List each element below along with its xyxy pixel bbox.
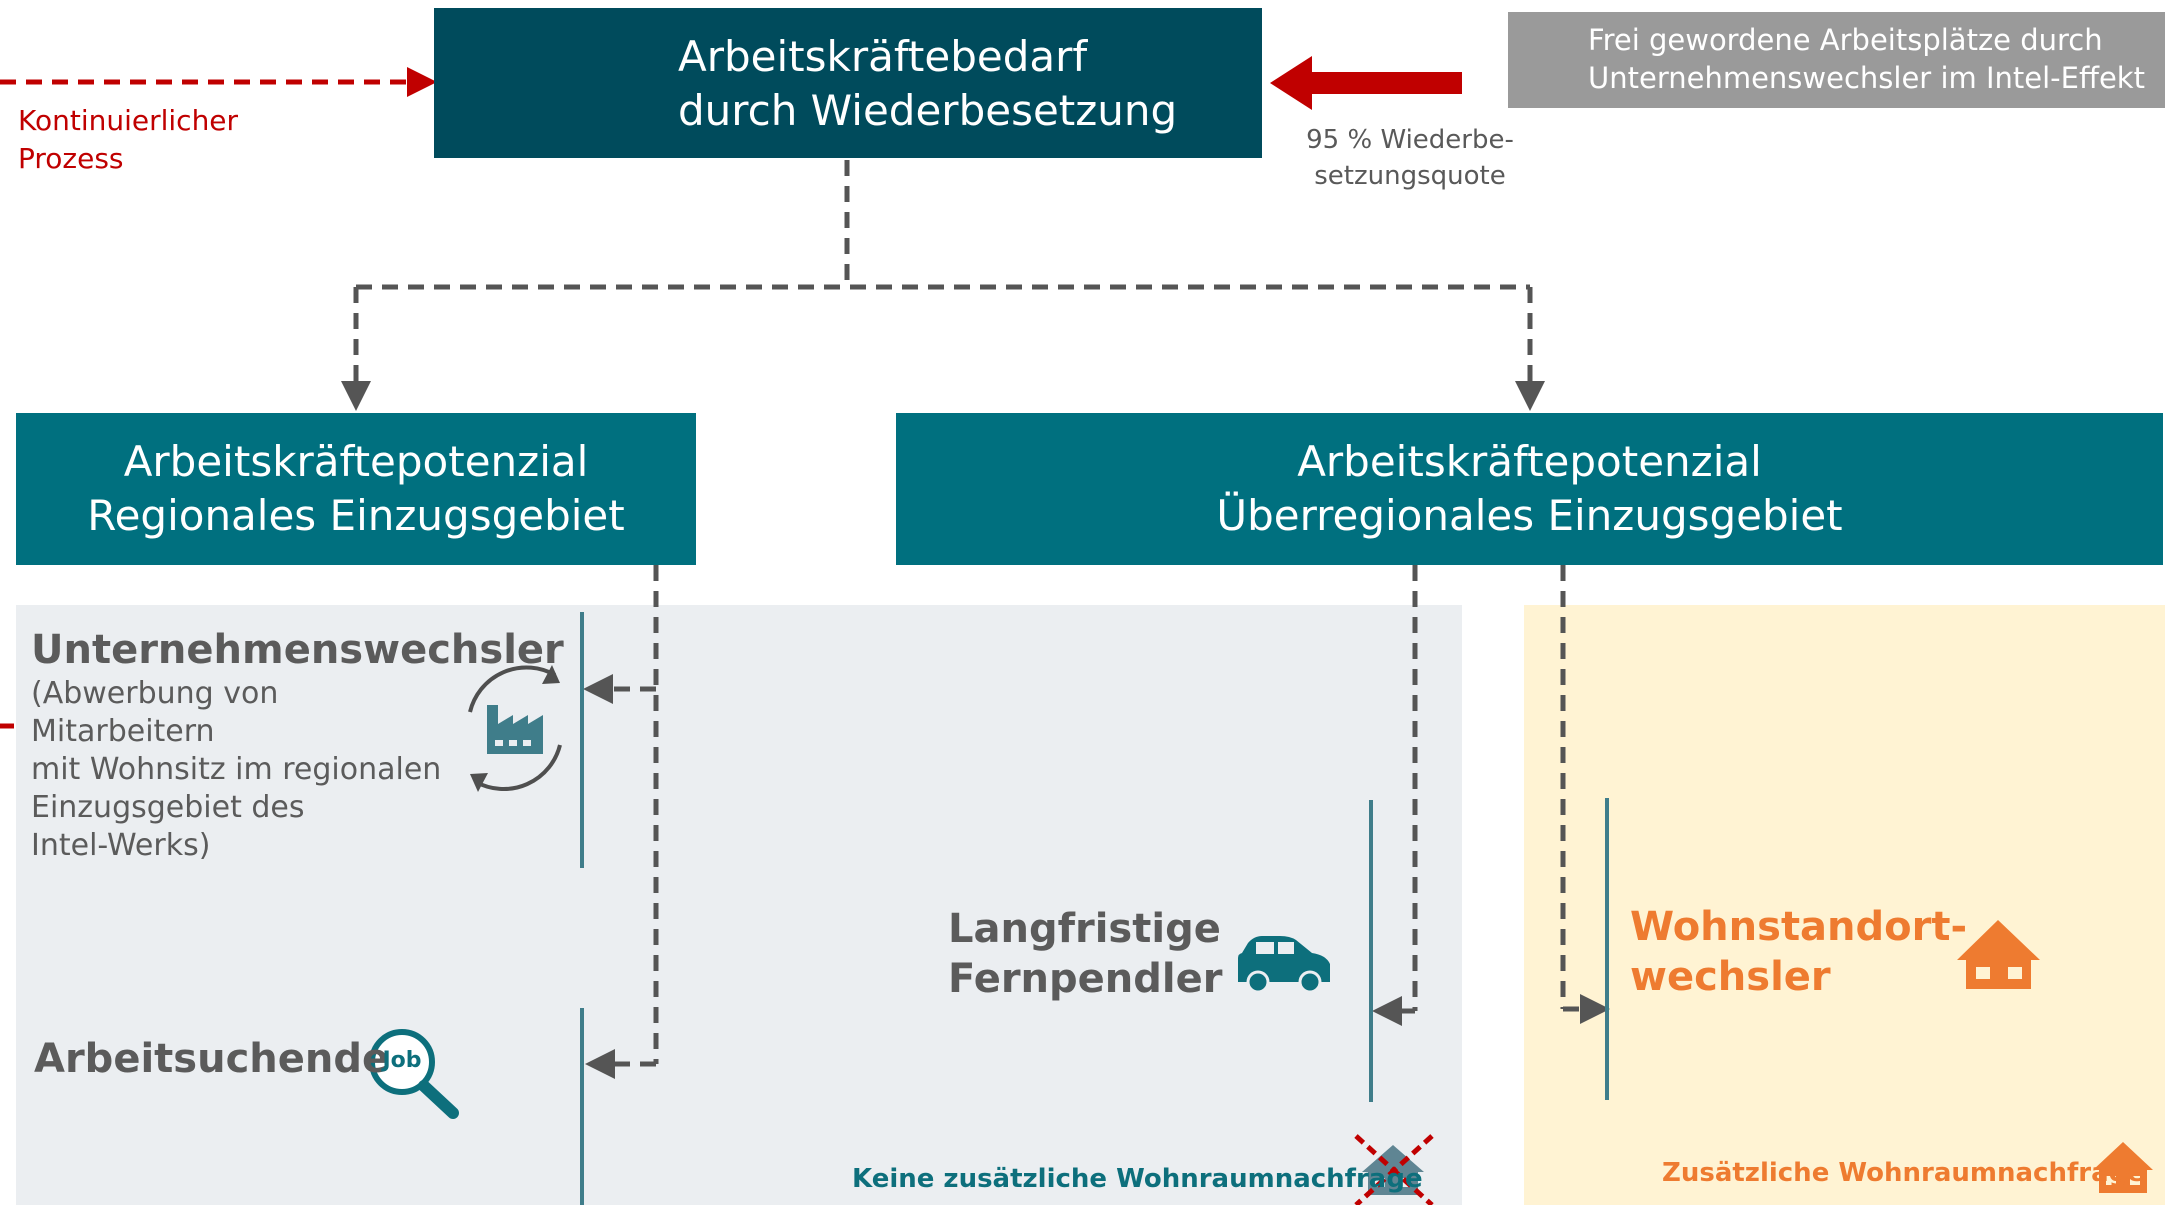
replacement-quota-line1: 95 % Wiederbe- bbox=[1306, 125, 1514, 155]
freed-jobs-note: Frei gewordene Arbeitsplätze durch Unter… bbox=[1508, 12, 2165, 108]
regional-panel bbox=[16, 605, 1462, 1205]
continuous-process-label: Kontinuierlicher Prozess bbox=[18, 102, 238, 178]
freed-jobs-line1: Frei gewordene Arbeitsplätze durch bbox=[1588, 23, 2103, 57]
regional-potential-line1: Arbeitskräftepotenzial bbox=[123, 437, 589, 486]
company-switchers-line4: Intel-Werks) bbox=[31, 828, 211, 863]
job-icon-label: Job bbox=[382, 1048, 422, 1073]
house-small-icon bbox=[2093, 1142, 2153, 1193]
job-search-icon bbox=[369, 1029, 459, 1119]
no-housing-demand-label: Keine zusätzliche Wohnraumnachfrage bbox=[852, 1164, 1423, 1194]
company-switchers-line1: (Abwerbung von Mitarbeitern bbox=[31, 676, 279, 749]
jobseekers-title: Arbeitsuchende bbox=[34, 1036, 390, 1082]
supraregional-potential-line1: Arbeitskräftepotenzial bbox=[1297, 437, 1762, 486]
relocators-bar bbox=[1605, 798, 1609, 1100]
supraregional-potential-box: Arbeitskräftepotenzial Überregionales Ei… bbox=[896, 413, 2163, 565]
commuters-label: Langfristige Fernpendler bbox=[948, 904, 1228, 1004]
demand-box: Arbeitskräftebedarf durch Wiederbesetzun… bbox=[434, 8, 1262, 158]
commuters-bar bbox=[1369, 800, 1373, 1102]
relocation-panel bbox=[1524, 605, 2165, 1205]
continuous-process-line1: Kontinuierlicher bbox=[18, 104, 239, 137]
jobseekers-bar bbox=[580, 1008, 584, 1205]
company-switchers-title: Unternehmenswechsler bbox=[31, 627, 564, 673]
crossed-house-icon bbox=[1354, 1134, 1434, 1205]
company-switchers-line3: Einzugsgebiet des bbox=[31, 790, 305, 825]
freed-jobs-line2: Unternehmenswechsler im Intel-Effekt bbox=[1588, 61, 2145, 95]
relocators-label: Wohnstandort- wechsler bbox=[1630, 902, 1968, 1002]
housing-demand-label: Zusätzliche Wohnraumnachfrage bbox=[1662, 1158, 2145, 1188]
supraregional-potential-line2: Überregionales Einzugsgebiet bbox=[1216, 491, 1843, 540]
replacement-arrow bbox=[1270, 56, 1462, 110]
company-switchers-bar bbox=[580, 612, 584, 868]
regional-potential-box: Arbeitskräftepotenzial Regionales Einzug… bbox=[16, 413, 696, 565]
continuous-process-line2: Prozess bbox=[18, 142, 124, 175]
factory-cycle-icon bbox=[468, 665, 562, 792]
house-icon bbox=[1957, 920, 2040, 989]
relocators-line1: Wohnstandort- bbox=[1630, 904, 1968, 950]
replacement-quota: 95 % Wiederbe- setzungsquote bbox=[1300, 122, 1520, 194]
demand-box-line1: Arbeitskräftebedarf bbox=[678, 32, 1088, 81]
car-icon bbox=[1238, 936, 1330, 994]
company-switchers: Unternehmenswechsler (Abwerbung von Mita… bbox=[31, 625, 564, 865]
regional-potential-line2: Regionales Einzugsgebiet bbox=[87, 491, 625, 540]
relocators-line2: wechsler bbox=[1630, 954, 1831, 1000]
commuters-line1: Langfristige bbox=[948, 906, 1221, 952]
replacement-quota-line2: setzungsquote bbox=[1314, 161, 1506, 191]
demand-box-line2: durch Wiederbesetzung bbox=[678, 86, 1178, 135]
commuters-line2: Fernpendler bbox=[948, 956, 1223, 1002]
company-switchers-line2: mit Wohnsitz im regionalen bbox=[31, 752, 442, 787]
